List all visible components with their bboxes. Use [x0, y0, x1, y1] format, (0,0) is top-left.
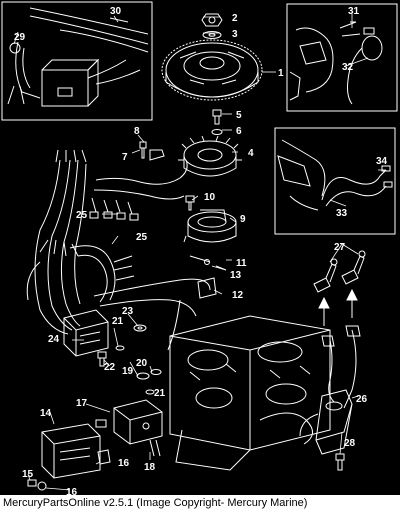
callout-32: 32	[342, 62, 354, 73]
callout-labels: 1 2 3 4 5 6 7 8 9 10 11 12 13 14 15 16 1…	[14, 6, 388, 495]
callout-34: 34	[376, 156, 388, 167]
trigger-screw	[185, 195, 195, 211]
ignition-coil	[299, 389, 353, 455]
callout-33: 33	[336, 208, 348, 219]
switch-box-screw	[27, 479, 37, 487]
callout-3: 3	[232, 29, 238, 40]
callout-20: 20	[136, 358, 148, 369]
assembly-arrows	[318, 288, 358, 326]
screw	[212, 109, 222, 125]
diagram-canvas: 1 2 3 4 5 6 7 8 9 10 11 12 13 14 15 16 1…	[1, 1, 398, 495]
spark-plug-leads	[321, 325, 361, 409]
bushing	[136, 372, 150, 380]
callout-13: 13	[230, 270, 242, 281]
callout-12: 12	[232, 290, 244, 301]
regulator-screw	[97, 351, 107, 367]
regulator-washer	[115, 345, 125, 351]
callout-22: 22	[104, 362, 116, 373]
callout-25: 25	[76, 210, 88, 221]
callout-6: 6	[236, 126, 242, 137]
callout-8: 8	[134, 126, 140, 137]
washer	[211, 129, 223, 135]
callout-2: 2	[232, 13, 238, 24]
sensor-assembly	[289, 21, 383, 105]
callout-7: 7	[122, 152, 128, 163]
callout-9: 9	[240, 214, 246, 225]
callout-31: 31	[348, 6, 360, 17]
callout-26: 26	[356, 394, 368, 405]
callout-17: 17	[76, 398, 88, 409]
stator-bolt	[149, 149, 165, 161]
callout-14: 14	[40, 408, 52, 419]
spark-plug-boots	[313, 250, 366, 293]
callout-29: 29	[14, 32, 26, 43]
flywheel-washer	[202, 31, 222, 39]
trigger-plate	[183, 209, 237, 243]
flywheel	[161, 39, 263, 101]
callout-25-right: 25	[136, 232, 148, 243]
wire-lead-assembly	[277, 139, 393, 211]
link-rod	[189, 255, 227, 271]
stator-screw	[139, 141, 147, 159]
flywheel-nut	[201, 13, 223, 27]
callout-15: 15	[22, 469, 34, 480]
callout-23: 23	[122, 306, 134, 317]
inset-box-battery	[1, 1, 153, 121]
callout-24: 24	[48, 334, 60, 345]
callout-21: 21	[112, 316, 124, 327]
mounting-bracket	[113, 399, 163, 457]
callout-27: 27	[334, 242, 346, 253]
voltage-regulator	[63, 309, 109, 357]
callout-21-lower: 21	[154, 388, 166, 399]
inset-box-harness	[274, 127, 396, 235]
callout-30: 30	[110, 6, 122, 17]
callout-5: 5	[236, 110, 242, 121]
battery-cable-assembly	[7, 7, 149, 107]
callout-16: 16	[118, 458, 130, 469]
powerhead-block	[169, 315, 331, 471]
coil-screw	[335, 453, 345, 471]
callout-28: 28	[344, 438, 356, 449]
switch-box	[41, 423, 101, 479]
copyright-caption: MercuryPartsOnline v2.5.1 (Image Copyrig…	[0, 495, 400, 511]
callout-18: 18	[144, 462, 156, 473]
callout-11: 11	[236, 258, 247, 269]
bracket-spacer	[95, 419, 107, 428]
callout-1: 1	[278, 68, 284, 79]
leader-lines	[13, 14, 386, 491]
callout-16-bottom: 16	[66, 487, 78, 495]
grommet	[133, 324, 147, 332]
stator	[178, 135, 242, 177]
callout-4: 4	[248, 148, 254, 159]
switch-box-washer	[37, 481, 47, 491]
harness-bracket	[197, 277, 217, 299]
inset-box-sensor	[286, 3, 398, 112]
callout-19: 19	[122, 366, 134, 377]
wiring-harness	[26, 149, 211, 351]
callout-10: 10	[204, 192, 216, 203]
